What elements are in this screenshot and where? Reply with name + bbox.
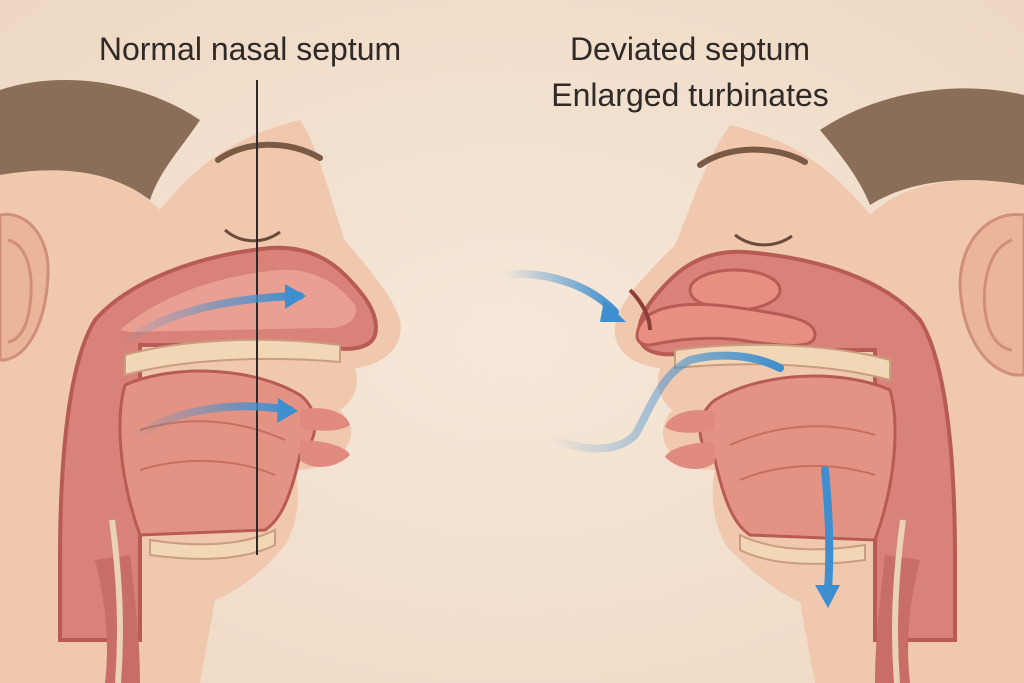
label-deviated-septum: Deviated septum bbox=[570, 31, 810, 67]
right-throat-arrowhead bbox=[815, 585, 840, 608]
left-hair bbox=[0, 80, 200, 200]
right-upper-lip bbox=[665, 410, 715, 433]
right-hair bbox=[820, 88, 1024, 205]
left-closed-eye-icon bbox=[224, 228, 281, 243]
right-trachea bbox=[892, 519, 906, 683]
right-lower-lip bbox=[665, 442, 715, 469]
left-jaw-bone bbox=[149, 528, 276, 560]
right-throat-airflow-arrow-icon bbox=[821, 466, 834, 594]
right-upper-arrowhead bbox=[600, 300, 626, 322]
right-closed-eye-icon bbox=[734, 233, 793, 247]
label-normal-septum: Normal nasal septum bbox=[99, 31, 401, 67]
left-lower-lip bbox=[300, 440, 350, 467]
left-upper-lip bbox=[300, 408, 350, 431]
left-nasal-cavity-wall bbox=[58, 245, 378, 642]
left-lower-airflow-arrow-icon bbox=[126, 402, 294, 444]
left-ear-icon bbox=[0, 212, 50, 362]
left-ear-inner bbox=[7, 238, 33, 344]
left-eyebrow bbox=[215, 141, 323, 163]
left-tongue bbox=[118, 369, 317, 537]
left-head bbox=[0, 80, 401, 683]
right-tongue bbox=[698, 374, 897, 542]
right-deviated-septum bbox=[628, 288, 652, 331]
left-trachea bbox=[109, 519, 123, 683]
label-enlarged-turbinates: Enlarged turbinates bbox=[551, 77, 829, 113]
right-ear-icon bbox=[958, 212, 1024, 377]
right-lower-turbinate bbox=[635, 302, 817, 347]
left-hard-palate bbox=[124, 338, 341, 377]
right-lower-airflow-arrow-icon bbox=[546, 351, 784, 453]
right-eyebrow bbox=[697, 146, 808, 168]
left-lower-arrowhead bbox=[277, 398, 298, 423]
right-tongue-texture bbox=[739, 464, 876, 481]
left-tongue-texture bbox=[139, 459, 276, 476]
right-ear-inner bbox=[982, 238, 1013, 352]
left-upper-airflow-arrow-icon bbox=[116, 292, 304, 349]
left-upper-arrowhead bbox=[285, 284, 306, 309]
right-head bbox=[501, 88, 1024, 683]
right-tongue-texture bbox=[729, 425, 876, 446]
